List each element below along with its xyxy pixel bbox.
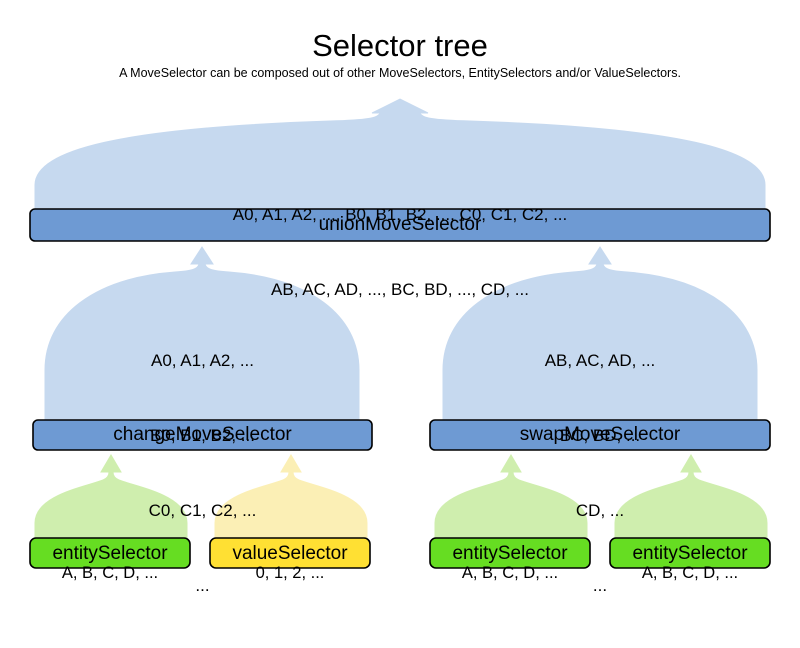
leaf-change-entity-label: entitySelector	[52, 543, 168, 564]
swap-move-selector-shape	[442, 246, 758, 425]
leaf-swap-entity-right-bar[interactable]	[609, 537, 771, 569]
leaf-swap-entity-left-shape	[434, 454, 588, 543]
change-move-selector-label: changeMoveSelector	[113, 424, 292, 445]
leaf-change-value-shape	[214, 454, 368, 543]
union-move-selector-bar[interactable]	[29, 208, 771, 242]
swap-move-selector-bar[interactable]	[429, 419, 771, 451]
selector-tree-diagram: Selector tree A MoveSelector can be comp…	[29, 28, 771, 595]
leaf-swap-entity-left-bar[interactable]	[429, 537, 591, 569]
page-title: Selector tree	[312, 28, 488, 63]
change-move-selector-bar[interactable]	[32, 419, 373, 451]
union-move-selector-label: unionMoveSelector	[318, 214, 482, 235]
leaf-swap-entity-right-shape	[614, 454, 768, 543]
leaf-swap-entity-right-label: entitySelector	[632, 543, 748, 564]
leaf-change-entity-shape	[34, 454, 188, 543]
leaf-change-value-bar[interactable]	[209, 537, 371, 569]
change-move-selector-shape	[44, 246, 360, 425]
diagram-canvas	[29, 98, 771, 569]
leaf-swap-entity-left-label: entitySelector	[452, 543, 568, 564]
union-move-selector-shape	[34, 98, 766, 214]
leaf-change-value-label: valueSelector	[232, 543, 348, 564]
leaf-change-entity-bar[interactable]	[29, 537, 191, 569]
page-subtitle: A MoveSelector can be composed out of ot…	[119, 66, 681, 80]
swap-move-selector-label: swapMoveSelector	[519, 424, 681, 445]
